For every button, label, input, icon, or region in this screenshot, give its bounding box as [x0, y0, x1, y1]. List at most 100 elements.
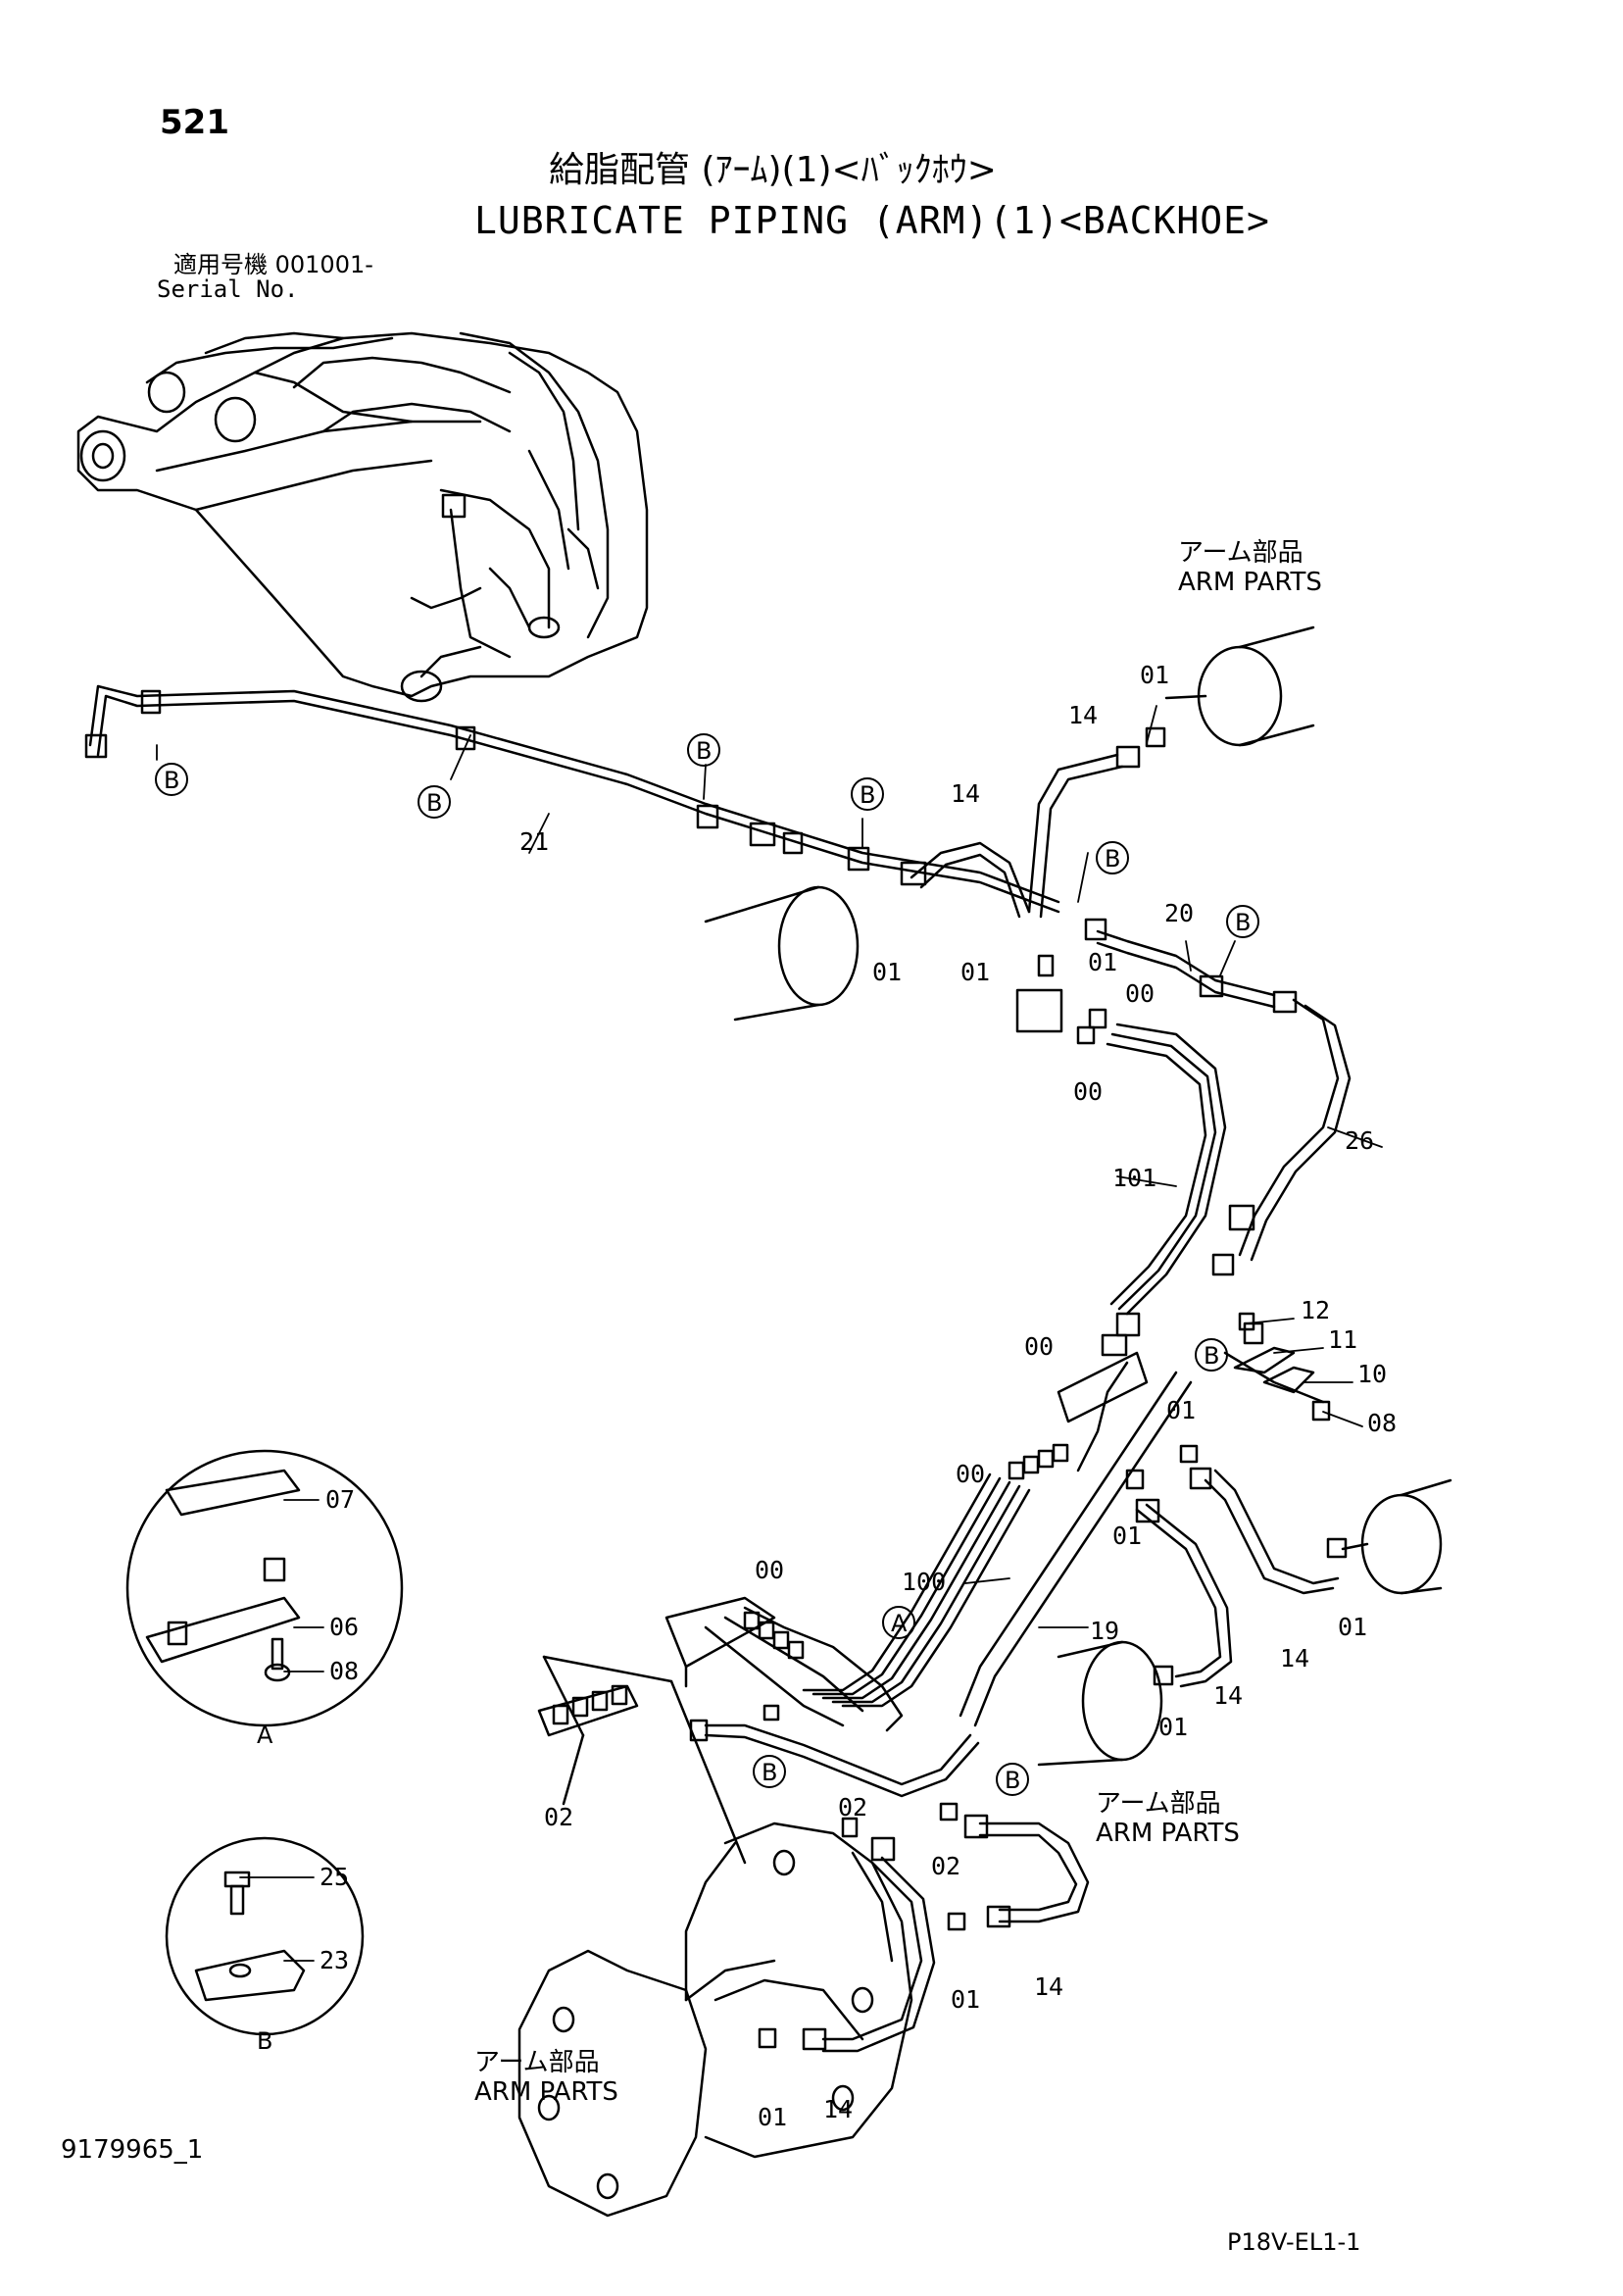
part-label: 02 — [838, 1793, 867, 1822]
bubble-b-label: B — [426, 789, 442, 817]
serial-label-japanese: 適用号機 001001- — [173, 251, 373, 278]
junction-block-lower — [959, 1312, 1325, 1727]
bubble-b — [418, 785, 451, 819]
bubble-b-label: B — [1235, 909, 1251, 936]
part-label: 00 — [1024, 1332, 1054, 1361]
part-label: 25 — [320, 1863, 349, 1891]
part-label: 100 — [902, 1568, 946, 1596]
bubble-a-label: A — [891, 1610, 908, 1637]
pipe-21 — [84, 684, 1107, 941]
part-number-labels: 01 14 14 21 20 01 01 01 00 00 26 101 12 … — [257, 661, 1397, 2131]
bubble-b — [1195, 1338, 1228, 1372]
part-label: 01 — [1158, 1713, 1188, 1741]
cylinder-top-right — [1164, 625, 1315, 747]
part-label: 01 — [1112, 1522, 1142, 1550]
leader-lines — [156, 705, 1383, 1962]
arm-parts-jp: アーム部品 — [1178, 538, 1303, 568]
part-label: 11 — [1328, 1325, 1357, 1354]
bubble-b — [1226, 905, 1259, 938]
part-label: 20 — [1164, 899, 1194, 927]
part-label: 19 — [1090, 1617, 1119, 1645]
part-label: 01 — [758, 2103, 787, 2131]
arm-parts-callout-top: アーム部品 ARM PARTS — [1178, 538, 1322, 598]
detail-b-label: B — [257, 2027, 272, 2055]
arm-parts-en: ARM PARTS — [474, 2076, 618, 2107]
title-english: LUBRICATE PIPING (ARM)(1)<BACKHOE> — [474, 199, 1270, 242]
bubble-b-label: B — [1204, 1342, 1219, 1370]
pipe-101 — [1101, 1023, 1227, 1357]
pipe-20-26 — [1096, 929, 1352, 1276]
arm-parts-callout-bottom: アーム部品 ARM PARTS — [474, 2048, 618, 2108]
part-label: 01 — [960, 958, 990, 986]
part-label: 00 — [956, 1460, 985, 1488]
cylinder-middle — [704, 885, 860, 1022]
page-code: P18V-EL1-1 — [1227, 2228, 1361, 2256]
bubble-b — [1096, 841, 1129, 874]
part-label: 00 — [1073, 1077, 1103, 1106]
bubble-b — [155, 763, 188, 796]
part-label: 14 — [951, 779, 980, 808]
bubble-b-label: B — [1105, 845, 1120, 873]
part-label: 23 — [320, 1946, 349, 1974]
arm-parts-en: ARM PARTS — [1096, 1818, 1240, 1848]
detached-manifold — [537, 1655, 747, 1865]
detail-a-label: A — [257, 1722, 273, 1749]
part-label: 14 — [1280, 1644, 1309, 1672]
part-label: 02 — [544, 1803, 573, 1831]
part-label: 21 — [519, 827, 549, 856]
arm-parts-en: ARM PARTS — [1178, 567, 1322, 597]
bubble-b-label: B — [860, 781, 875, 809]
part-label: 14 — [1034, 1972, 1063, 2001]
detail-a — [125, 1449, 404, 1727]
bubble-markers — [155, 733, 1259, 1796]
pipe-14-upper — [900, 726, 1166, 919]
clamp-parts — [1233, 1322, 1331, 1422]
part-label: 14 — [1068, 701, 1098, 729]
arm-parts-jp: アーム部品 — [1096, 1789, 1221, 1819]
part-label: 12 — [1301, 1296, 1330, 1324]
pipe-14-lower — [758, 1802, 1090, 2053]
bubble-b — [996, 1763, 1029, 1796]
bubble-b-label: B — [1005, 1767, 1020, 1794]
bubble-b-label: B — [164, 767, 179, 794]
arm-parts-callout-middle: アーム部品 ARM PARTS — [1096, 1789, 1240, 1849]
part-label: 08 — [1367, 1409, 1397, 1437]
part-label: 14 — [1213, 1681, 1243, 1710]
part-label: 07 — [325, 1485, 355, 1514]
bubble-b-label: B — [762, 1759, 777, 1786]
bubble-b-label: B — [696, 737, 712, 765]
part-label: 02 — [931, 1852, 960, 1880]
pipe-100-bundle — [802, 1443, 1069, 1708]
page-number: 521 — [160, 103, 229, 142]
cylinder-lower-right — [1179, 1444, 1452, 1595]
part-label: 01 — [1166, 1396, 1196, 1424]
title-japanese: 給脂配管 (ｱｰﾑ)(1)<ﾊﾞｯｸﾎｳ> — [549, 150, 997, 190]
swing-bearing-ring — [517, 1822, 913, 2218]
arm-parts-jp: アーム部品 — [474, 2048, 600, 2077]
part-label: 00 — [1125, 979, 1155, 1008]
cylinder-center-lower — [1037, 1469, 1233, 1767]
junction-block-upper — [1015, 954, 1107, 1045]
arm-assembly — [76, 331, 649, 703]
bubble-b — [851, 777, 884, 811]
part-label: 01 — [1140, 661, 1169, 689]
part-label: 01 — [951, 1985, 980, 2014]
part-label: 01 — [1338, 1613, 1367, 1641]
part-label: 14 — [823, 2095, 853, 2123]
part-label: 01 — [872, 958, 902, 986]
bubble-b — [687, 733, 720, 767]
part-label: 06 — [329, 1613, 359, 1641]
part-label: 01 — [1088, 948, 1117, 976]
lube-manifold — [664, 1596, 980, 1798]
detail-b — [165, 1836, 365, 2036]
serial-label-english: Serial No. — [157, 275, 299, 303]
bubble-labels: B B B B B B B B B A — [164, 737, 1251, 1794]
document-id: 9179965_1 — [61, 2135, 204, 2165]
part-label: 101 — [1112, 1164, 1156, 1192]
part-label: 26 — [1345, 1126, 1374, 1155]
part-label: 00 — [755, 1556, 784, 1584]
bubble-b — [753, 1755, 786, 1788]
part-label: 10 — [1357, 1360, 1387, 1388]
part-label: 08 — [329, 1657, 359, 1685]
